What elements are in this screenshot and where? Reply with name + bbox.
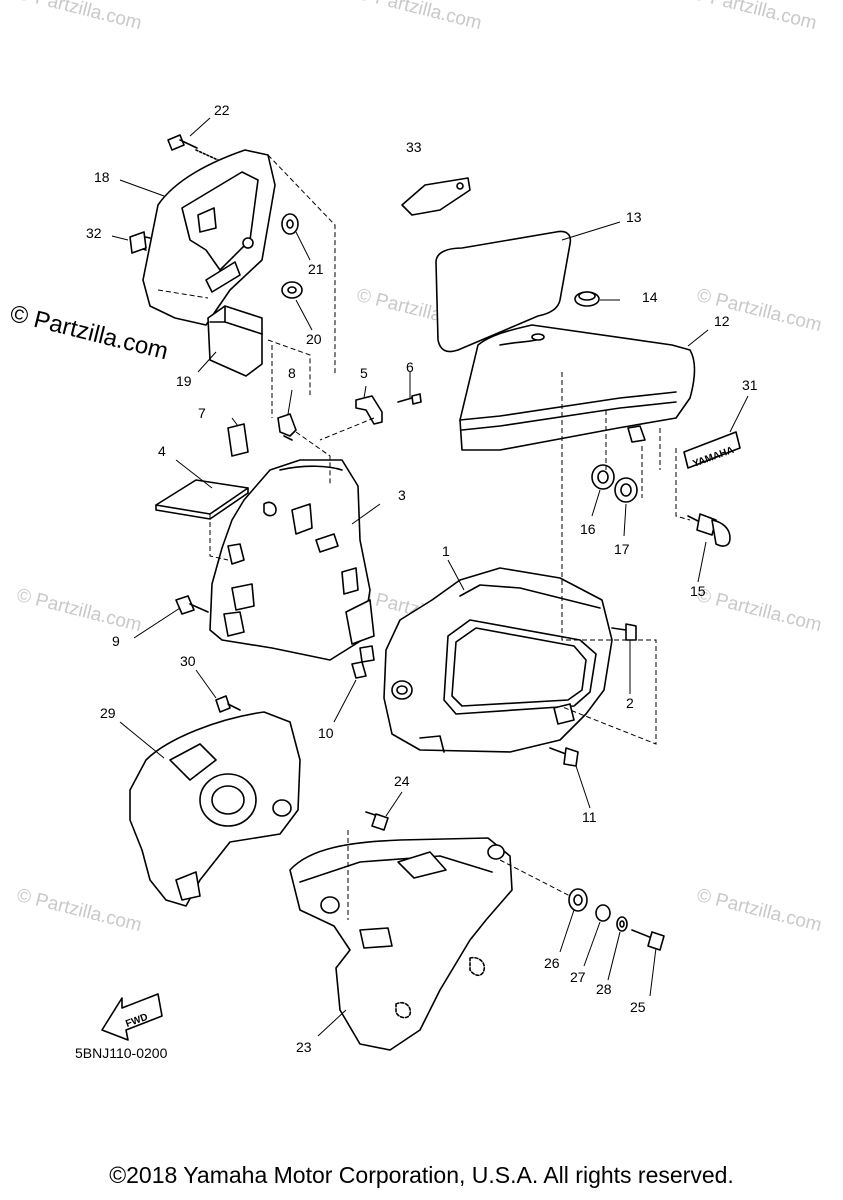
part-3-battery-case — [209, 459, 375, 663]
part-7-pad — [227, 423, 249, 457]
label-8: 8 — [288, 365, 296, 381]
label-27: 27 — [570, 969, 586, 985]
label-7: 7 — [198, 405, 206, 421]
part-27-collar — [595, 904, 611, 922]
label-26: 26 — [544, 955, 560, 971]
label-22: 22 — [214, 102, 230, 118]
label-6: 6 — [406, 359, 414, 375]
label-31: 31 — [742, 377, 758, 393]
part-6-bolt — [397, 393, 422, 405]
part-15-lock-bolt — [687, 513, 731, 547]
part-9-bolt — [175, 595, 209, 615]
label-4: 4 — [158, 443, 166, 459]
diagram-code: 5BNJ110-0200 — [75, 1045, 168, 1061]
part-12-side-cover — [459, 324, 696, 451]
label-3: 3 — [398, 487, 406, 503]
label-21: 21 — [308, 261, 324, 277]
part-26-grommet — [568, 888, 588, 912]
part-22-screw — [167, 134, 219, 161]
label-14: 14 — [642, 289, 658, 305]
part-18-side-cover — [132, 149, 276, 326]
label-29: 29 — [100, 705, 116, 721]
part-23-crankcase-cover — [289, 837, 513, 1051]
part-33-clip — [401, 177, 471, 216]
label-10: 10 — [318, 725, 334, 741]
label-2: 2 — [626, 695, 634, 711]
part-17-grommet — [614, 477, 638, 503]
label-24: 24 — [394, 773, 410, 789]
label-18: 18 — [94, 169, 110, 185]
label-19: 19 — [176, 373, 192, 389]
part-30-screw — [215, 695, 241, 713]
label-12: 12 — [714, 313, 730, 329]
part-20-grommet — [281, 281, 303, 299]
part-11-bolt — [549, 747, 579, 767]
part-1-air-cleaner-cover — [383, 567, 613, 753]
part-19-pad — [207, 305, 263, 377]
part-32-tab — [129, 231, 147, 254]
label-33: 33 — [406, 139, 422, 155]
label-23: 23 — [296, 1039, 312, 1055]
part-4-pad — [155, 479, 249, 520]
part-10-clip — [351, 661, 367, 679]
part-29-cover — [129, 711, 301, 907]
label-1: 1 — [442, 543, 450, 559]
label-32: 32 — [86, 225, 102, 241]
part-28-washer — [616, 916, 628, 932]
part-31-emblem — [683, 431, 741, 469]
part-16-nut — [591, 464, 615, 490]
label-13: 13 — [626, 209, 642, 225]
part-24-screw — [365, 811, 389, 831]
label-5: 5 — [360, 365, 368, 381]
label-30: 30 — [180, 653, 196, 669]
copyright-footer: ©2018 Yamaha Motor Corporation, U.S.A. A… — [109, 1162, 734, 1188]
label-11: 11 — [582, 809, 597, 825]
part-2-bolt — [611, 623, 637, 641]
label-9: 9 — [112, 633, 120, 649]
part-25-bolt — [631, 929, 665, 951]
label-28: 28 — [596, 981, 612, 997]
part-8-clip — [277, 413, 297, 441]
part-5-bracket — [355, 395, 383, 425]
part-13-pad — [435, 230, 572, 353]
label-17: 17 — [614, 541, 630, 557]
part-21-grommet — [281, 213, 299, 235]
label-25: 25 — [630, 999, 646, 1015]
label-15: 15 — [690, 583, 706, 599]
fwd-arrow-icon — [101, 993, 163, 1041]
label-16: 16 — [580, 521, 596, 537]
part-14-grommet — [574, 291, 600, 307]
label-20: 20 — [306, 331, 322, 347]
